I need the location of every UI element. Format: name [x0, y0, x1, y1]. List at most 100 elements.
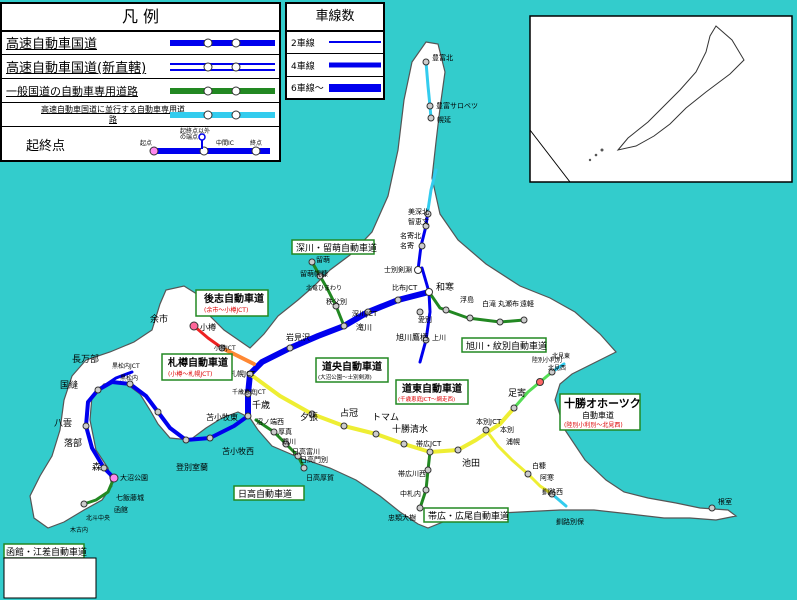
- place-label: 十勝清水: [392, 423, 428, 435]
- place-label: 本別JCT: [476, 417, 502, 426]
- inset-divider: [529, 129, 571, 183]
- place-label: 夕張: [300, 411, 318, 423]
- interchanges: [80, 58, 716, 512]
- place-label: 日高門別: [300, 455, 328, 464]
- place-label: 北竜ひまわり: [306, 284, 342, 292]
- place-label: 厚真: [278, 427, 292, 436]
- inset-land: [616, 25, 745, 151]
- lane-row: 2車線: [287, 30, 383, 53]
- place-label: 愛別: [418, 315, 432, 324]
- place-label: 和寒: [436, 281, 454, 293]
- place-label: 豊富北: [432, 53, 453, 62]
- route-label: 札樽自動車道: [167, 356, 228, 369]
- lane-4-symbol: [329, 62, 381, 68]
- routes: [82, 60, 568, 510]
- place-label: 釧路別保: [556, 517, 584, 526]
- route-label: 函館・江差自動車道: [6, 546, 87, 558]
- place-label: 丸瀬布: [498, 299, 519, 308]
- place-label: 旭川鷹栖: [396, 332, 428, 342]
- place-label: 七飯藤城: [116, 493, 144, 502]
- place-label: 函館: [114, 505, 128, 514]
- place-label: 本別: [500, 425, 514, 434]
- endpoint-start: 起点: [140, 139, 152, 147]
- lanes-panel: 車線数 2車線 4車線 6車線〜: [285, 2, 385, 100]
- route-sublabel: (余市〜小樽JCT): [204, 306, 248, 314]
- place-label: 大沼公園: [120, 473, 148, 482]
- route-label: 十勝オホーツク: [564, 396, 641, 410]
- lanes-title: 車線数: [287, 4, 383, 32]
- place-label: 名寄北: [400, 231, 421, 240]
- place-label: 士別剣淵: [384, 265, 412, 274]
- place-label: 滝川: [356, 322, 372, 332]
- place-label: 豊富サロベツ: [436, 101, 478, 110]
- inset-islands: [588, 148, 604, 162]
- place-label: 白滝: [482, 299, 496, 308]
- road-dotou-kushiro: [484, 428, 554, 496]
- lane-label: 2車線: [291, 38, 315, 49]
- route-labels: 深川・留萌自動車道 後志自動車道 (余市〜小樽JCT) 札樽自動車道 (小樽〜札…: [3, 239, 641, 559]
- endpoint-mid: 中間IC: [216, 139, 234, 147]
- place-label: 余市: [150, 313, 168, 325]
- lane-2-symbol: [329, 41, 381, 43]
- legend-row: 一般国道の自動車専用道路: [2, 78, 279, 102]
- place-label: 黒松内JCT: [112, 362, 140, 370]
- place-label: 木古内: [70, 526, 88, 534]
- place-label: 帯広JCT: [416, 439, 442, 448]
- route-sublabel: (千歳恵庭JCT〜網走西): [398, 395, 455, 403]
- road-shiribeshi: [192, 324, 224, 350]
- place-label: 忠類大樹: [388, 513, 416, 522]
- place-label: 日高厚賀: [306, 473, 334, 482]
- legend-row: 高速自動車国道に並行する自動車専用道路: [2, 102, 279, 126]
- legend-item-label: 高速自動車国道に並行する自動車専用道路: [41, 104, 185, 124]
- place-label: 幌延: [437, 115, 451, 124]
- place-label: 小樽JCT: [214, 344, 236, 352]
- lane-label: 6車線〜: [291, 84, 324, 94]
- road-hakodate-esashi: [82, 476, 116, 506]
- legend-item-label: 高速自動車国道: [6, 37, 98, 52]
- place-label: 留萌幌糠: [300, 269, 328, 278]
- road-north-parallel: [426, 168, 438, 212]
- legend-row: 高速自動車国道: [2, 30, 279, 54]
- place-label: 池田: [462, 457, 480, 469]
- place-label: 深川JCT: [352, 309, 378, 318]
- place-label: 智恵文: [408, 217, 429, 226]
- place-label: トマム: [372, 412, 399, 423]
- place-label: 占冠: [340, 407, 358, 419]
- place-label: 八雲: [54, 418, 72, 429]
- new-direct-symbol: [170, 62, 275, 72]
- legend-item-label: 一般国道の自動車専用道路: [6, 84, 138, 98]
- endpoint-note: 起終点以外: [180, 127, 210, 135]
- place-label: 美深北: [408, 207, 429, 216]
- road-tokachi-okhotsk: [512, 370, 554, 410]
- place-label: 苫小牧西: [222, 446, 254, 456]
- place-label: 落部: [64, 437, 82, 449]
- route-sublabel: (陸別小利別〜北見西): [564, 421, 623, 429]
- place-label: 留萌: [316, 255, 330, 264]
- place-label: 岩見沢: [286, 332, 310, 342]
- place-label: 千歳恵庭JCT: [232, 388, 266, 396]
- place-label: 足寄: [508, 387, 526, 399]
- route-label: 帯広・広尾自動車道: [428, 510, 509, 522]
- endpoint-note: の端点: [180, 133, 198, 141]
- legend-item-label: 高速自動車国道(新直轄): [6, 61, 147, 76]
- place-label: 千歳: [252, 399, 270, 411]
- place-label: 日高富川: [292, 447, 320, 456]
- place-label: 北斗中央: [86, 514, 110, 522]
- place-label: 遠軽: [520, 299, 534, 308]
- route-label: 日高自動車道: [238, 488, 292, 500]
- place-label: 浦幌: [506, 437, 520, 446]
- place-label: 浮島: [460, 295, 474, 304]
- lane-6-symbol: [329, 84, 381, 92]
- endpoint-end: 終点: [250, 139, 262, 147]
- place-label: 白糠: [532, 461, 546, 470]
- place-label: 帯広川西: [398, 469, 426, 478]
- route-label: 後志自動車道: [204, 292, 264, 305]
- place-label: 釧路西: [542, 487, 563, 496]
- legend-row: 高速自動車国道(新直轄): [2, 54, 279, 78]
- road-fukagawa-rumoi: [310, 260, 346, 328]
- place-label: 阿寒: [540, 473, 554, 482]
- route-label: 自動車道: [582, 410, 614, 420]
- lane-row: 6車線〜: [287, 76, 383, 98]
- place-label: 登別室蘭: [176, 462, 208, 472]
